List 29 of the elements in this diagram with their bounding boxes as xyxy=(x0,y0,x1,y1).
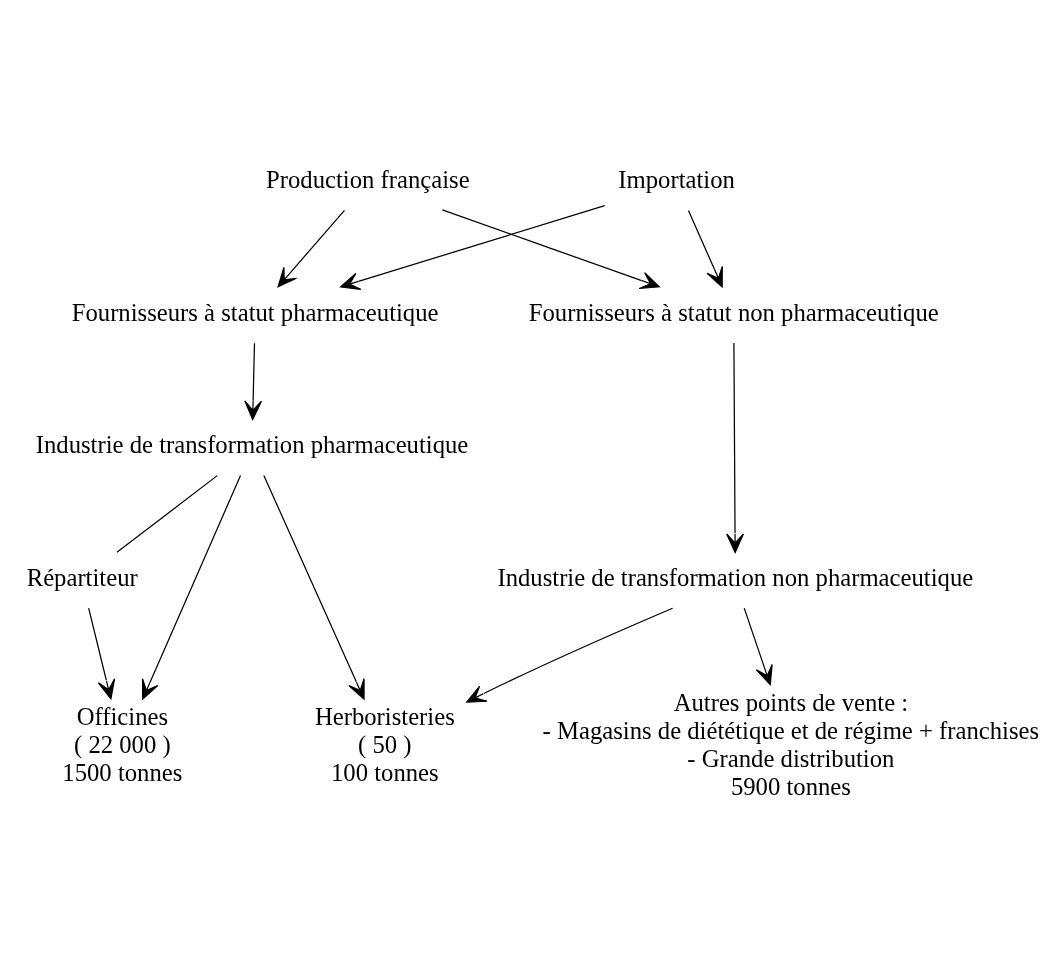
node-label: 1500 tonnes xyxy=(62,758,183,786)
arrow xyxy=(277,209,346,287)
node-label: 100 tonnes xyxy=(330,758,439,786)
arrow xyxy=(244,342,263,420)
node-label: - Magasins de diététique et de régime + franchises xyxy=(542,716,1040,744)
arrow xyxy=(88,607,116,699)
node-text: Herboristeries xyxy=(314,702,455,730)
node-text: Fournisseurs à statut non pharmaceutique xyxy=(528,298,939,326)
node-label: 5900 tonnes xyxy=(730,772,851,800)
arrow xyxy=(340,204,606,290)
node-label: ( 22 000 ) xyxy=(74,730,171,758)
node-text: Autres points de vente : xyxy=(673,688,909,716)
node-text: Industrie de transformation non pharmaceutique xyxy=(497,563,974,591)
arrow xyxy=(743,607,773,685)
connector xyxy=(116,474,218,553)
node-text: Répartiteur xyxy=(26,563,138,591)
node-text: Officines xyxy=(76,702,169,730)
arrow xyxy=(687,209,723,287)
node-text: Production française xyxy=(266,165,470,193)
arrow xyxy=(726,341,744,553)
node-label: ( 50 ) xyxy=(358,730,412,758)
arrow xyxy=(141,474,242,700)
node-text: Fournisseurs à statut pharmaceutique xyxy=(71,298,439,326)
node-label: - Grande distribution xyxy=(687,744,895,772)
node-text: Industrie de transformation pharmaceutique xyxy=(35,430,469,458)
arrow xyxy=(466,607,674,703)
node-text: Importation xyxy=(618,165,735,193)
arrow xyxy=(263,474,365,700)
arrow xyxy=(441,208,660,289)
